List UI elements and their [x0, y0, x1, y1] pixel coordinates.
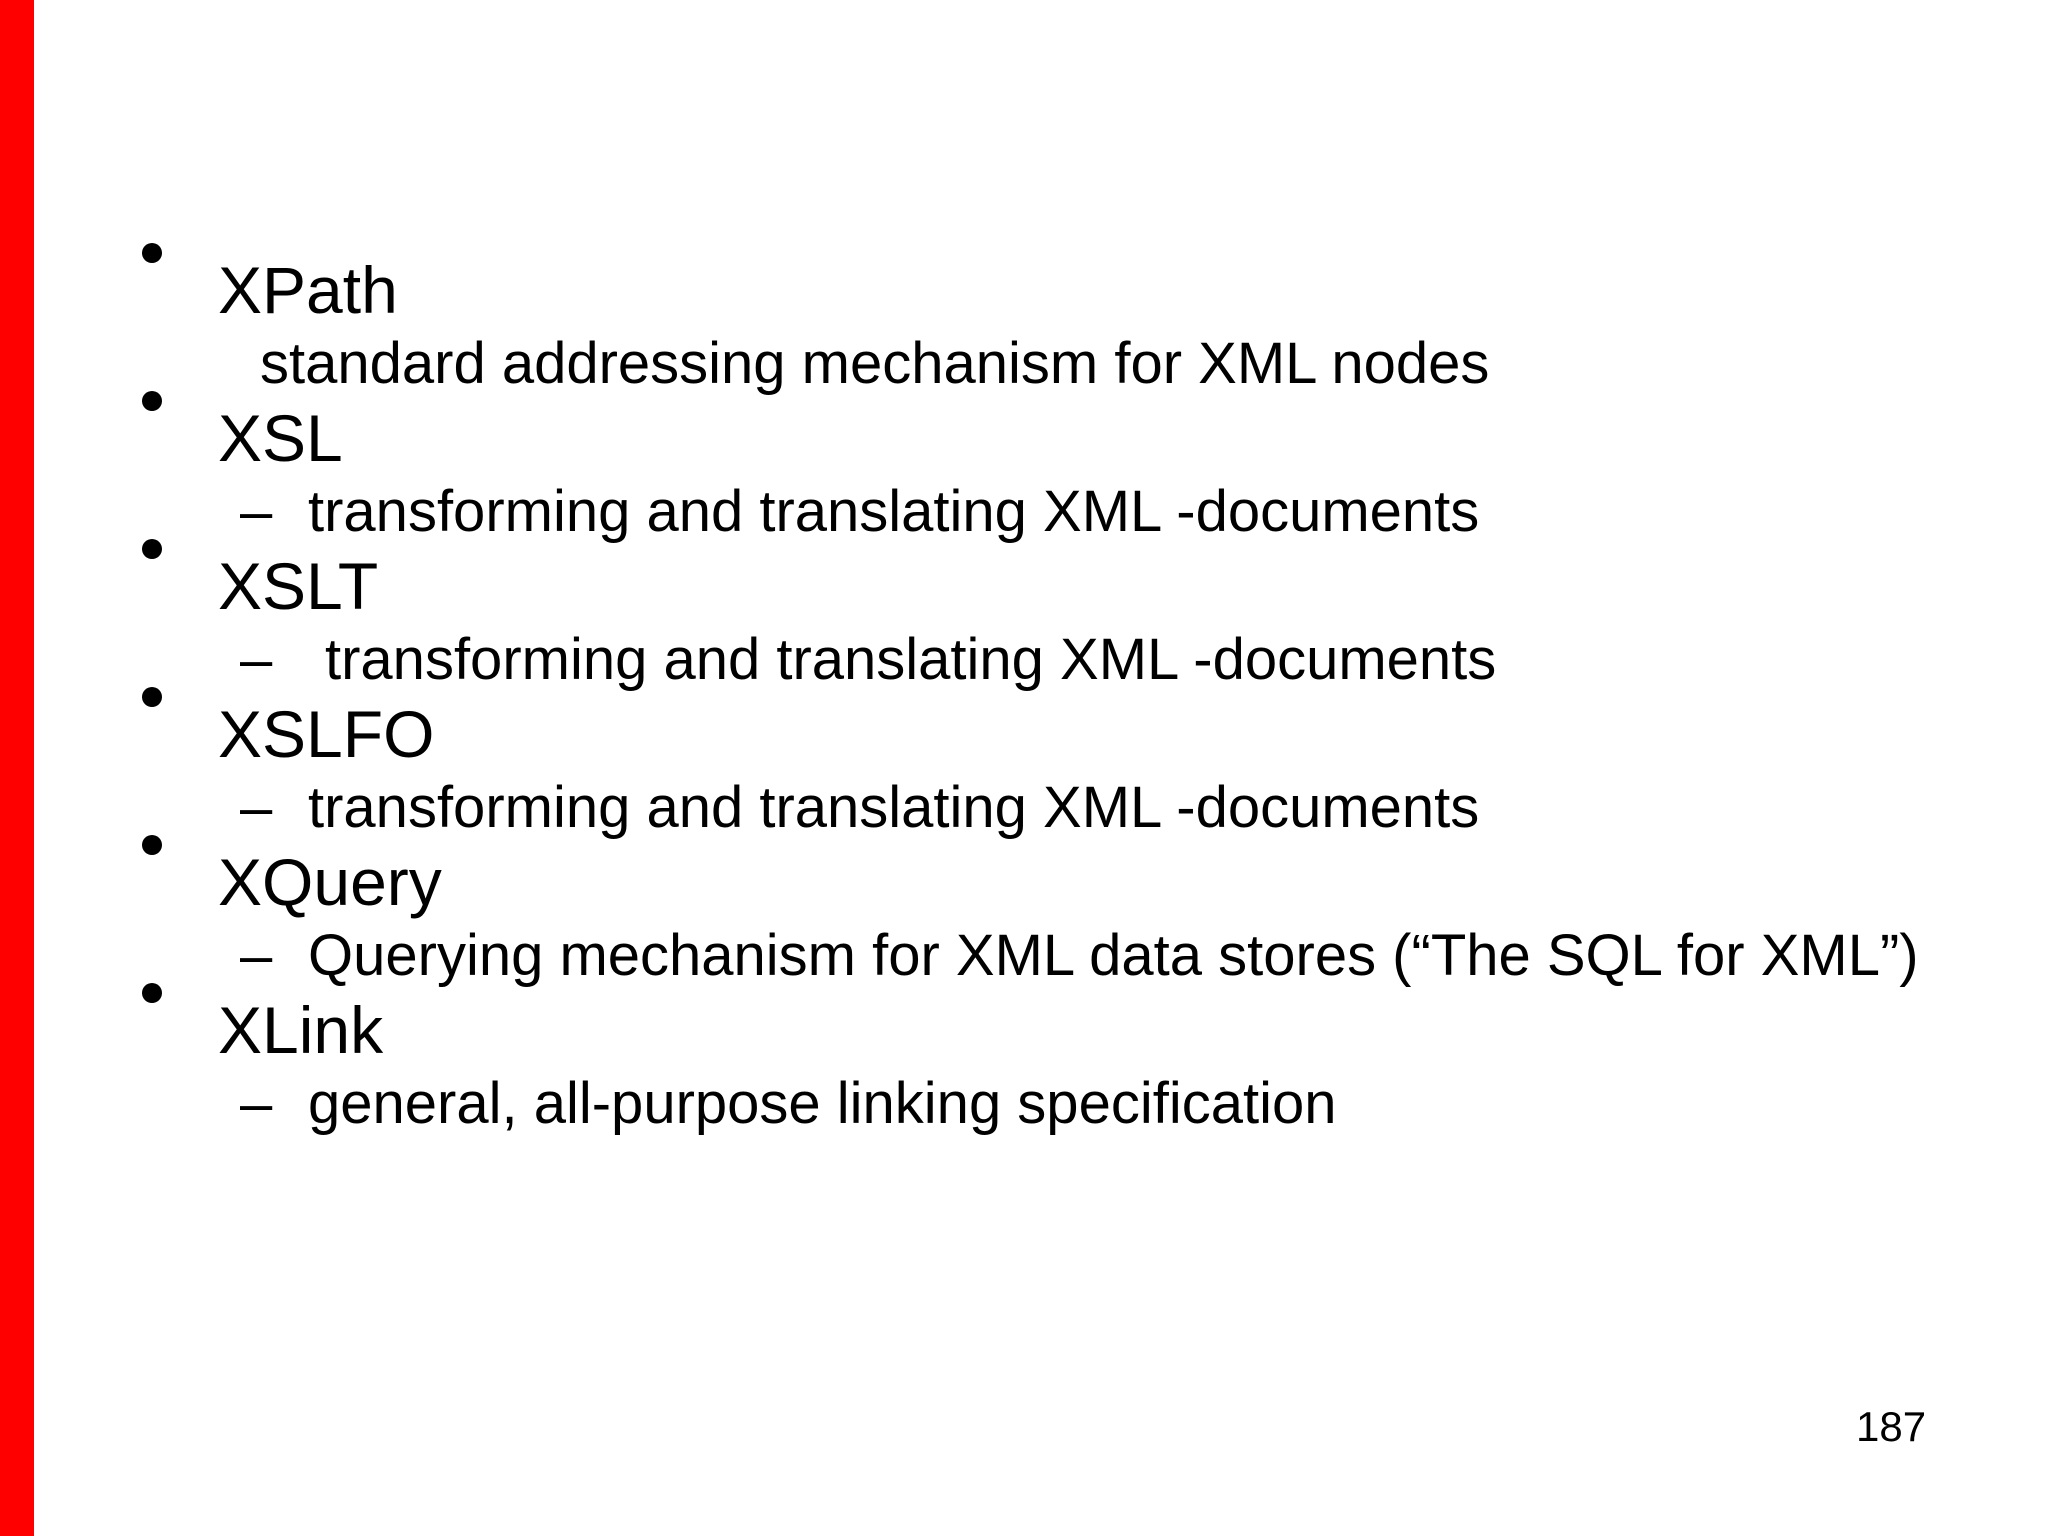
- page-number: 187: [1856, 1403, 1927, 1450]
- list-subitem-xlink: – general, all-purpose linking specifica…: [0, 1067, 2048, 1141]
- bullet-icon: [142, 243, 162, 263]
- term-label: XPath: [218, 253, 398, 327]
- list-item-xslt: XSLT: [0, 539, 2048, 623]
- bullet-icon: [142, 983, 162, 1003]
- dash-icon: –: [240, 923, 273, 988]
- term-label: XLink: [218, 993, 384, 1067]
- list-item-xlink: XLink: [0, 983, 2048, 1067]
- list-item-xpath: XPath: [0, 243, 2048, 327]
- bullet-icon: [142, 687, 162, 707]
- list-subitem-xsl: – transforming and translating XML -docu…: [0, 475, 2048, 549]
- list-item-xslfo: XSLFO: [0, 687, 2048, 771]
- term-label: XSL: [218, 401, 343, 475]
- bullet-list: XPath standard addressing mechanism for …: [0, 243, 2048, 1141]
- list-subitem-xpath: standard addressing mechanism for XML no…: [0, 327, 2048, 401]
- bullet-icon: [142, 391, 162, 411]
- dash-icon: –: [240, 1071, 273, 1136]
- subitem-text: standard addressing mechanism for XML no…: [260, 331, 1490, 396]
- bullet-icon: [142, 539, 162, 559]
- term-label: XSLT: [218, 549, 379, 623]
- list-item-xsl: XSL: [0, 391, 2048, 475]
- term-label: XQuery: [218, 845, 442, 919]
- dash-icon: –: [240, 627, 273, 692]
- subitem-text: Querying mechanism for XML data stores (…: [308, 923, 1919, 988]
- left-edge-red-strip: [0, 0, 34, 1536]
- dash-icon: –: [240, 479, 273, 544]
- term-label: XSLFO: [218, 697, 435, 771]
- subitem-text: transforming and translating XML -docume…: [308, 479, 1480, 544]
- list-subitem-xquery: – Querying mechanism for XML data stores…: [0, 919, 2048, 993]
- subitem-text: transforming and translating XML -docume…: [325, 627, 1497, 692]
- list-subitem-xslfo: – transforming and translating XML -docu…: [0, 771, 2048, 845]
- bullet-icon: [142, 835, 162, 855]
- list-item-xquery: XQuery: [0, 835, 2048, 919]
- subitem-text: transforming and translating XML -docume…: [308, 775, 1480, 840]
- dash-icon: –: [240, 775, 273, 840]
- subitem-text: general, all-purpose linking specificati…: [308, 1071, 1337, 1136]
- list-subitem-xslt: – transforming and translating XML -docu…: [0, 623, 2048, 697]
